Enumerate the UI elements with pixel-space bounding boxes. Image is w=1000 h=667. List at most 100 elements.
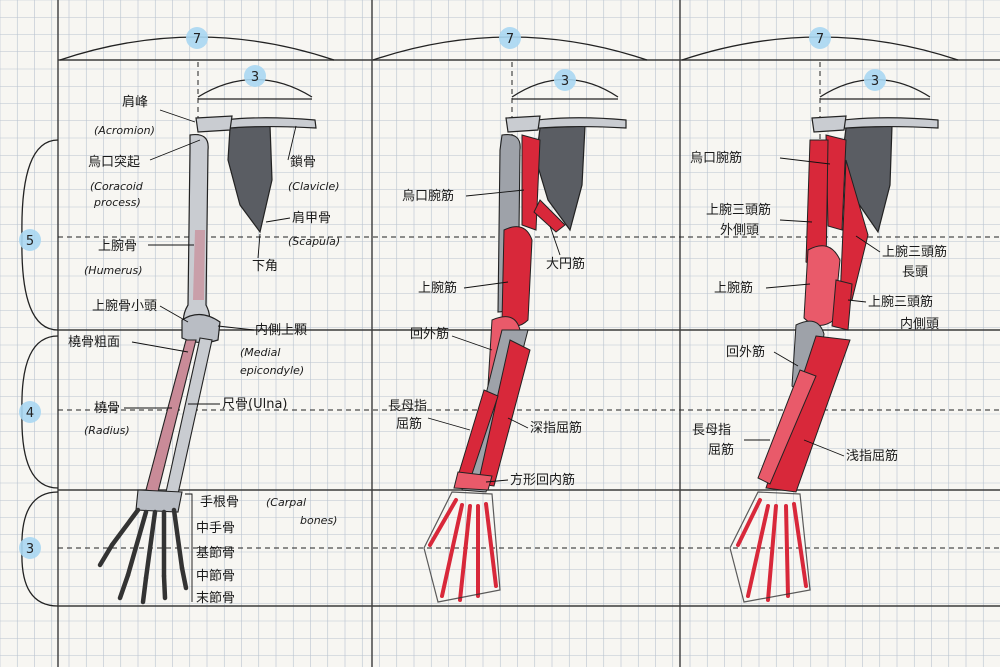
finger-bone [109,507,141,548]
badge-text: 3 [871,74,879,89]
humerus-shaft-tint [193,230,205,300]
leader-line [507,417,529,429]
label-clavicle-en: (Clavicle) [288,180,340,193]
label-triceps-long-2: 長頭 [902,265,928,280]
leader-line [287,125,297,161]
tendon [428,498,458,547]
label-distal-phalanx: 末節骨 [196,591,235,606]
tendon [484,502,498,588]
tendon [458,504,472,602]
leader-line [149,139,201,161]
label-teres-major: 大円筋 [546,256,585,272]
coracobrachialis-muscle [521,134,541,231]
badge-text: 3 [251,70,259,85]
tendon [766,504,778,602]
leader-line [257,233,261,259]
badge-forearm: 4 [19,401,41,423]
badge-text: 7 [506,32,514,47]
badge-text: 5 [26,234,34,249]
label-acromion-en: (Acromion) [94,124,155,137]
panel-skeleton: 肩峰 (Acromion) 烏口突起 (Coracoid process) 鎖骨… [68,94,340,606]
leader-line [803,439,845,457]
brachialis-muscle [501,226,533,327]
label-triceps-lateral-1: 上腕三頭筋 [706,202,771,218]
tendon [736,498,762,547]
leader-line [773,351,799,367]
badge-text: 3 [26,542,34,557]
label-carpal-en2: bones) [300,514,337,527]
hand-tendons [736,498,808,602]
label-medial-epicondyle: 内側上顆 [255,322,307,338]
label-radius-en: (Radius) [84,424,130,437]
triceps-medial-head-muscle [831,279,853,331]
label-fdp: 深指屈筋 [530,420,582,436]
panel-deep-muscles: 烏口腕筋 大円筋 上腕筋 回外筋 長母指 屈筋 深指屈筋 方形回内筋 [388,115,627,603]
label-acromion: 肩峰 [122,94,148,110]
badge-panel1-width: 7 [186,27,208,49]
label-carpal-en1: (Carpal [266,496,306,509]
label-supinator: 回外筋 [410,326,449,342]
panel3-leader-lines [744,157,881,457]
hand-bones [423,491,501,603]
panel-superficial-muscles: 烏口腕筋 上腕三頭筋 外側頭 上腕三頭筋 長頭 上腕筋 上腕三頭筋 内側頭 回外… [690,115,947,603]
leader-line [217,325,255,331]
leader-line [185,493,193,602]
badge-text: 3 [561,74,569,89]
finger-bone [143,509,158,581]
label-supinator: 回外筋 [726,344,765,360]
label-radial-tuberosity: 橈骨粗面 [68,335,120,350]
label-fpl-1: 長母指 [692,423,731,438]
label-medial-epicondyle-en1: (Medial [240,346,280,359]
finger-bone [117,572,131,601]
leader-line [549,225,561,256]
leader-line [131,341,189,353]
leader-line [159,305,189,323]
label-triceps-medial-2: 内側頭 [900,316,939,332]
label-brachialis: 上腕筋 [418,280,457,296]
panel2-labels: 烏口腕筋 大円筋 上腕筋 回外筋 長母指 屈筋 深指屈筋 方形回内筋 [388,188,585,488]
label-capitulum: 上腕骨小頭 [92,298,157,314]
badge-text: 7 [816,32,824,47]
leader-line [463,281,509,289]
label-triceps-long-1: 上腕三頭筋 [882,244,947,260]
label-coracoid-en2: process) [93,196,141,209]
leader-line [765,283,811,289]
label-triceps-lateral-2: 外側頭 [720,223,759,238]
hand-bones [97,507,189,605]
finger-bone [171,507,185,571]
scapula [227,124,273,234]
badge-panel3-clavicle: 3 [864,69,886,91]
leader-line [465,189,525,197]
tendon [792,502,808,588]
leader-line [855,235,881,253]
hand-outline [729,491,811,603]
flexor-digitorum-profundus-muscle [477,339,531,487]
leader-line [451,335,493,351]
panel1-labels: 肩峰 (Acromion) 烏口突起 (Coracoid process) 鎖骨… [68,94,340,606]
label-ulna: 尺骨(Ulna) [222,397,287,412]
panel1-leader-lines [124,109,297,602]
label-clavicle: 鎖骨 [290,154,316,170]
badge-panel2-clavicle: 3 [554,69,576,91]
label-radius: 橈骨 [94,401,120,416]
finger-bone [179,565,189,591]
badge-panel2-width: 7 [499,27,521,49]
tendon [784,504,790,598]
tendon [440,503,464,598]
label-carpal: 手根骨 [200,495,239,510]
leader-line [485,479,509,483]
label-proximal-phalanx: 基節骨 [196,546,235,561]
hand-outline [423,491,501,603]
panel2-leader-lines [427,189,561,483]
label-coracoid: 烏口突起 [88,154,140,170]
flexor-pollicis-longus-muscle [757,369,817,485]
label-humerus-en: (Humerus) [84,264,143,277]
acromion [811,115,847,133]
finger-bone [161,573,168,601]
hand-tendons [428,498,498,602]
leader-line [159,109,196,123]
label-inferior-angle: 下角 [252,259,278,274]
acromion [195,115,233,133]
label-coracobrachialis: 烏口腕筋 [690,150,742,166]
